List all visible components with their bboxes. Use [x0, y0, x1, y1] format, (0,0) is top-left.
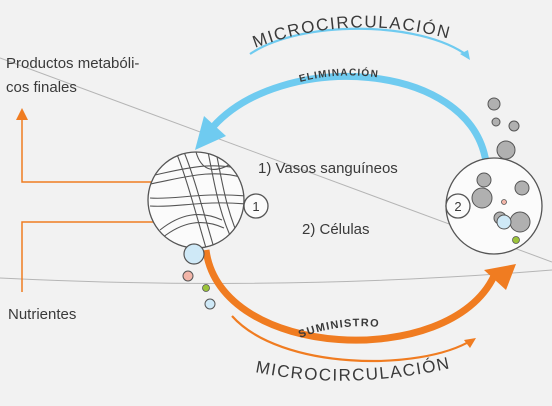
elimination-label: ELIMINACIÓN: [298, 66, 379, 85]
cell-green-r: [512, 236, 520, 244]
circle1-marker: [243, 193, 269, 219]
cell-light-blue-r: [496, 214, 512, 230]
cells-label: 2) Células: [302, 221, 370, 238]
cell-small-blue: [204, 298, 216, 310]
products-label-line1: Productos metabóli-: [6, 55, 139, 72]
microcirculation-bottom-arrow: [231, 315, 473, 363]
vessels-label: 1) Vasos sanguíneos: [258, 160, 398, 177]
circle1-number: 1: [252, 199, 259, 214]
float-cell-3: [508, 120, 520, 132]
circle2-marker: [445, 193, 471, 219]
microcirculation-top-arrowhead: [460, 50, 470, 60]
elimination-arrow: [209, 73, 490, 163]
cell-pink: [182, 270, 194, 282]
nutrients-label: Nutrientes: [8, 306, 76, 323]
guide-line-lower: [0, 269, 552, 284]
cell-gray-3: [514, 180, 530, 196]
circle2-number: 2: [454, 199, 461, 214]
cell-gray-2: [471, 187, 493, 209]
float-cell-2: [491, 117, 501, 127]
float-cell-1: [487, 97, 501, 111]
elimination-arrowhead: [195, 116, 226, 150]
float-cell-4: [496, 140, 516, 160]
cell-big-blue: [183, 243, 205, 265]
supply-arrowhead: [484, 264, 516, 290]
cell-pink-r: [501, 199, 507, 205]
microcirculation-top-arrow: [249, 27, 469, 57]
cell-gray-1: [476, 172, 492, 188]
products-label-line2: cos finales: [6, 79, 77, 96]
microcirculation-bottom-arrowhead: [464, 338, 476, 348]
supply-arrow: [202, 249, 498, 344]
microcirculation-top-label: MICROCIRCULACIÓN: [250, 12, 453, 51]
nutrients-connector: [21, 216, 184, 292]
cell-gray-5: [509, 211, 531, 233]
cell-green: [202, 284, 210, 292]
products-connector: [16, 108, 186, 183]
microcirculation-bottom-label: MICROCIRCULACIÓN: [254, 353, 452, 384]
